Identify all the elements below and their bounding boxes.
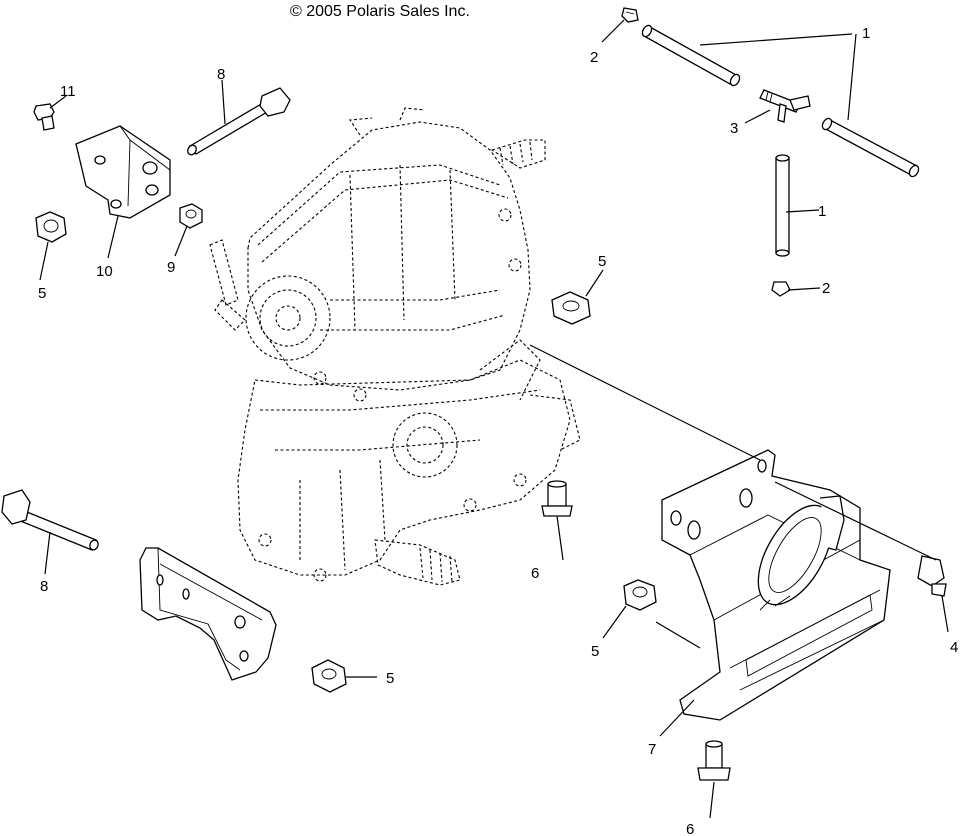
callout-9: 9 xyxy=(167,259,175,276)
tube-part-1-right xyxy=(821,117,920,178)
bracket-part-10 xyxy=(75,125,171,219)
callout-5: 5 xyxy=(598,253,606,270)
bolt-part-6-center xyxy=(541,480,573,517)
callout-numbers: 1 1 2 2 3 4 5 5 5 5 6 6 7 8 8 9 10 11 xyxy=(38,25,958,836)
callout-1: 1 xyxy=(818,203,826,220)
callout-8: 8 xyxy=(217,66,225,83)
tube-part-1-upper xyxy=(641,24,741,87)
nut-part-5-lower-right xyxy=(623,579,657,611)
bolt-part-11 xyxy=(33,103,55,131)
callout-2: 2 xyxy=(822,280,830,297)
bolt-part-6-bottom xyxy=(697,740,731,781)
callout-11: 11 xyxy=(60,83,76,100)
callout-3: 3 xyxy=(730,120,738,137)
callout-6: 6 xyxy=(686,821,694,836)
callout-5: 5 xyxy=(38,285,46,302)
nut-part-5-upper-left xyxy=(35,211,67,243)
clamp-part-2-lower xyxy=(771,281,791,297)
callout-10: 10 xyxy=(96,263,113,280)
tee-fitting-part-3 xyxy=(759,89,811,123)
callout-8: 8 xyxy=(40,578,48,595)
lower-bracket xyxy=(139,547,277,681)
nut-part-5-center xyxy=(551,291,591,325)
nut-part-5-bottom xyxy=(311,659,347,693)
clamp-part-2-upper xyxy=(621,7,639,23)
nut-part-9 xyxy=(179,203,203,229)
callout-5: 5 xyxy=(386,670,394,687)
callout-7: 7 xyxy=(648,741,656,758)
callout-4: 4 xyxy=(950,639,958,656)
bolt-part-4 xyxy=(917,555,947,597)
leader-lines xyxy=(39,19,949,819)
bolt-part-8-upper xyxy=(187,87,291,156)
bolt-part-8-lower xyxy=(1,489,99,551)
callout-5: 5 xyxy=(591,643,599,660)
callout-1: 1 xyxy=(862,25,870,42)
copyright-text: © 2005 Polaris Sales Inc. xyxy=(290,3,470,20)
tube-part-1-vertical xyxy=(775,154,790,257)
transmission-assembly xyxy=(209,107,581,586)
mount-plate-part-7 xyxy=(661,449,891,721)
callout-6: 6 xyxy=(531,565,539,582)
callout-2: 2 xyxy=(590,49,598,66)
